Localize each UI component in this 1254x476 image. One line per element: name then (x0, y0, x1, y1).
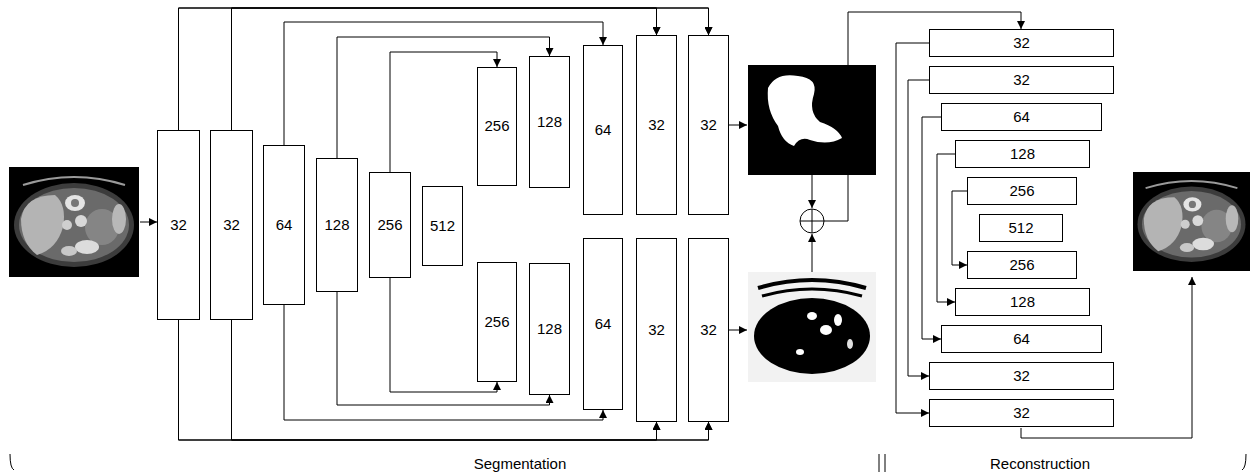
layer-box: 64 (941, 103, 1102, 131)
layer-box: 32 (929, 399, 1114, 427)
channel-count: 256 (1009, 257, 1034, 274)
layer-box: 32 (929, 362, 1114, 390)
channel-count: 128 (537, 321, 562, 338)
channel-count: 256 (377, 217, 402, 234)
layer-box: 32 (636, 35, 677, 215)
layer-box: 128 (529, 56, 570, 188)
channel-count: 32 (700, 117, 717, 134)
layer-box: 32 (688, 238, 729, 422)
channel-count: 32 (1013, 405, 1030, 422)
layer-box: 128 (316, 158, 358, 292)
skip-connection (908, 80, 929, 376)
layer-box: 128 (955, 288, 1090, 316)
channel-count: 32 (648, 322, 665, 339)
channel-count: 64 (1013, 109, 1030, 126)
skip-connection (337, 37, 550, 158)
skip-connection (179, 320, 709, 440)
channel-count: 512 (1008, 220, 1033, 237)
channel-count: 64 (595, 122, 612, 139)
background-map-image (748, 272, 876, 382)
layer-box: 128 (529, 263, 570, 395)
channel-count: 32 (170, 217, 187, 234)
channel-count: 64 (1013, 331, 1030, 348)
layer-box: 512 (422, 186, 463, 266)
channel-count: 64 (276, 217, 293, 234)
input-arrow (140, 222, 157, 223)
layer-box: 64 (941, 325, 1102, 353)
layer-box: 32 (210, 130, 253, 320)
layer-box: 256 (967, 177, 1077, 205)
section-label: Reconstruction (987, 456, 1093, 473)
sum-symbol (800, 209, 824, 233)
channel-count: 256 (1009, 183, 1034, 200)
channel-count: 128 (1010, 294, 1035, 311)
layer-box: 256 (967, 251, 1077, 279)
layer-box: 64 (263, 145, 305, 305)
output-arrow (729, 330, 747, 331)
channel-count: 32 (1013, 35, 1030, 52)
output-arrow (729, 125, 747, 126)
channel-count: 64 (595, 316, 612, 333)
layer-box: 32 (157, 130, 200, 320)
sum-arrow (812, 175, 813, 208)
channel-count: 128 (1010, 146, 1035, 163)
channel-count: 128 (324, 217, 349, 234)
channel-count: 32 (223, 217, 240, 234)
channel-count: 512 (430, 218, 455, 235)
skip-connection (952, 191, 967, 265)
channel-count: 128 (537, 114, 562, 131)
reconstructed-ct-image (1133, 172, 1250, 271)
layer-box: 64 (583, 238, 623, 410)
layer-box: 64 (583, 45, 623, 215)
section-label: Segmentation (471, 456, 570, 473)
skip-connection (922, 117, 941, 339)
input-ct-image (9, 167, 139, 277)
skip-connection (896, 43, 929, 413)
layer-box: 32 (929, 66, 1114, 94)
layer-box: 256 (477, 67, 517, 186)
channel-count: 256 (484, 314, 509, 331)
channel-count: 32 (1013, 368, 1030, 385)
layer-box: 32 (929, 29, 1114, 57)
layer-box: 32 (688, 35, 729, 215)
skip-connection (337, 292, 550, 405)
sum-arrow (812, 234, 813, 272)
layer-box: 32 (636, 238, 677, 422)
channel-count: 32 (648, 117, 665, 134)
channel-count: 256 (484, 118, 509, 135)
section-bracket (10, 454, 1246, 472)
liver-mask-image (748, 65, 876, 175)
channel-count: 32 (700, 322, 717, 339)
layer-box: 256 (477, 262, 517, 382)
skip-connection (179, 8, 709, 130)
layer-box: 128 (955, 140, 1090, 168)
channel-count: 32 (1013, 72, 1030, 89)
layer-box: 512 (979, 214, 1063, 242)
layer-box: 256 (369, 172, 411, 278)
